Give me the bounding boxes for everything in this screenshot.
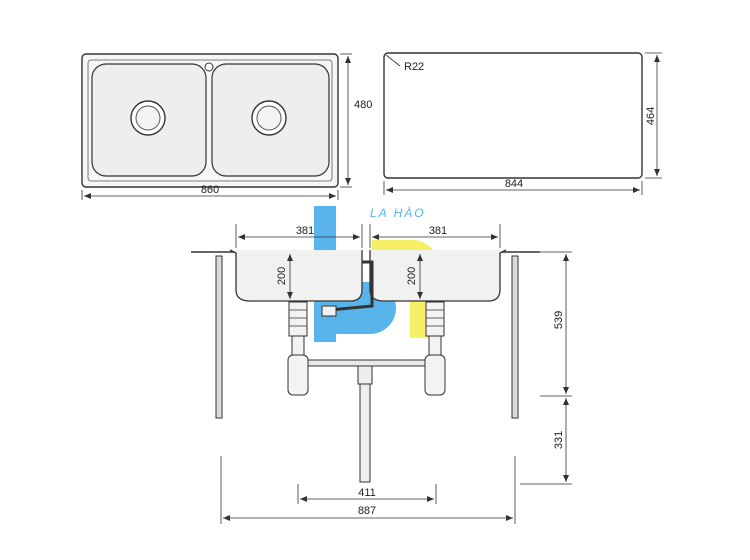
- right-trap: [424, 354, 446, 396]
- connecting-pipe: [307, 359, 426, 367]
- dim-label-860: 860: [201, 184, 219, 196]
- watermark-text: LA HÀO: [370, 205, 426, 220]
- cutout-outline: [383, 52, 643, 179]
- left-drain-inner: [135, 105, 161, 131]
- dim-label-331: 331: [553, 431, 565, 449]
- dim-label-480: 480: [354, 99, 372, 111]
- radius-label: R22: [404, 61, 424, 73]
- left-bowl-profile: [229, 249, 363, 302]
- dim-label-887: 887: [358, 505, 376, 517]
- side-view: 381 381 200 200 539 331 411 887: [191, 224, 572, 524]
- overflow-pipe: [329, 260, 374, 312]
- right-bowl-profile: [369, 249, 507, 302]
- overflow-connector: [321, 305, 337, 317]
- dim-label-381-right: 381: [429, 225, 447, 237]
- dim-label-200-left: 200: [276, 267, 288, 285]
- dim-label-539: 539: [553, 311, 565, 329]
- cabinet-wall-left: [215, 255, 223, 419]
- tee-fitting: [357, 365, 373, 385]
- right-drain-body: [425, 301, 445, 337]
- dim-label-844: 844: [505, 178, 523, 190]
- dim-label-411: 411: [358, 487, 376, 499]
- left-trap: [287, 354, 309, 396]
- cabinet-wall-right: [511, 255, 519, 419]
- sink-inner-rim: [87, 59, 333, 182]
- dim-label-200-right: 200: [406, 267, 418, 285]
- waste-down-pipe: [359, 383, 371, 483]
- cutout-view: R22 844 464: [383, 52, 662, 195]
- dim-label-381-left: 381: [296, 225, 314, 237]
- faucet-hole: [204, 62, 214, 72]
- left-drain-body: [288, 301, 308, 337]
- top-view: 860 480: [81, 53, 372, 200]
- dim-label-464: 464: [645, 107, 657, 125]
- right-drain-inner: [256, 105, 282, 131]
- radius-leader: [385, 54, 401, 67]
